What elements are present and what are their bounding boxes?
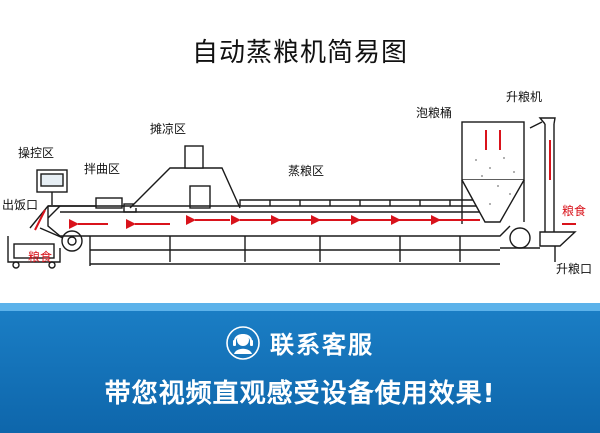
label-cooling-zone: 摊凉区 [150, 122, 187, 136]
cta-text: 带您视频直观感受设备使用效果! [104, 379, 496, 409]
label-rice-outlet: 出饭口 [2, 198, 39, 212]
label-grain-lifter: 升粮机 [506, 90, 543, 104]
banner-stripe [0, 303, 600, 311]
label-operation-zone: 操控区 [18, 146, 55, 160]
contact-row[interactable]: 联系客服 [0, 325, 600, 360]
customer-service-icon [226, 325, 260, 360]
control-panel [36, 169, 68, 205]
machine-diagram [7, 117, 577, 269]
contact-title: 联系客服 [270, 331, 374, 359]
rice-cart [7, 236, 61, 269]
mixing-bin [95, 197, 137, 213]
steaming-trough [47, 205, 511, 266]
drain-tank [500, 227, 540, 249]
flow-arrow [34, 209, 46, 231]
label-steaming-zone: 蒸粮区 [288, 164, 325, 178]
label-grain-food-right: 粮食 [562, 204, 587, 218]
contact-banner: 联系客服 带您视频直观感受设备使用效果! [0, 303, 600, 433]
grain-lifter-body [529, 117, 577, 262]
steam-lids [239, 199, 501, 206]
label-grain-lift-port: 升粮口 [556, 262, 593, 276]
cooling-hood [129, 145, 241, 209]
diagram-title: 自动蒸粮机简易图 [191, 38, 408, 68]
soak-bucket [461, 121, 525, 224]
label-mixing-zone: 拌曲区 [84, 162, 121, 176]
label-grain-food-left: 粮食 [28, 250, 53, 264]
label-soak-bucket: 泡粮桶 [416, 106, 453, 120]
